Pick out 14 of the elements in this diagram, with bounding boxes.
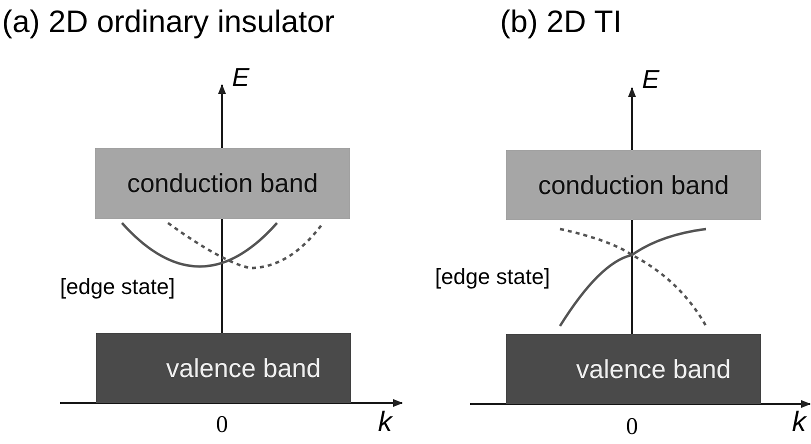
axis-label: k (792, 408, 806, 436)
energy-band: conduction band (506, 150, 761, 220)
annotation: [edge state] (435, 266, 550, 288)
annotation: [edge state] (60, 276, 175, 298)
tick-label: 0 (626, 415, 638, 439)
energy-band: valence band (506, 334, 761, 404)
axis-label: E (642, 66, 660, 92)
axis-label: k (378, 408, 392, 436)
panel-title: (b) 2D TI (500, 6, 622, 37)
tick-label: 0 (216, 413, 228, 437)
energy-band: valence band (96, 333, 351, 403)
axis-label: E (232, 64, 250, 90)
energy-band: conduction band (95, 148, 350, 219)
panel-title: (a) 2D ordinary insulator (2, 6, 335, 37)
